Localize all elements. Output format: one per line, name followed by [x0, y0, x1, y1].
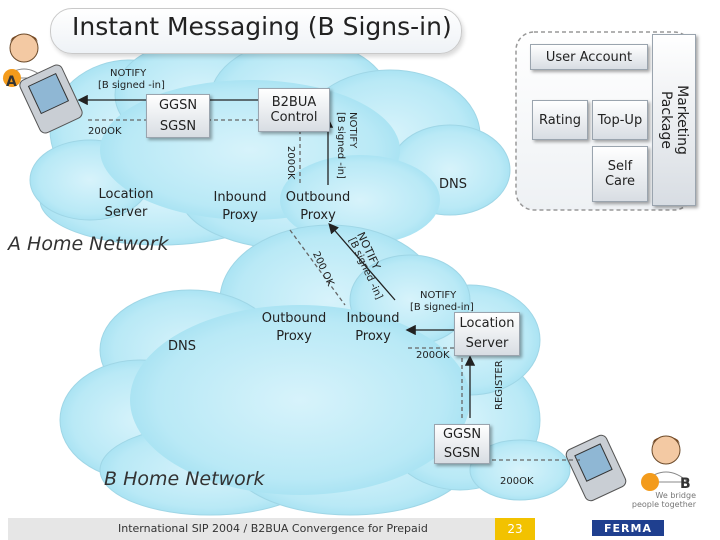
title-bar: [50, 8, 462, 54]
footer-text: International SIP 2004 / B2BUA Convergen…: [118, 522, 428, 535]
ok-b-phone-label: 200OK: [500, 476, 534, 487]
notify-arrow-diagonal: [328, 223, 396, 301]
a-home-network-cloud: [29, 39, 511, 251]
marketing-package-label: Marketing Package: [658, 85, 690, 155]
self-care-box: Self Care: [592, 146, 648, 202]
notify-b-sub-label: [B signed-in]: [410, 302, 474, 313]
a-home-network-label: A Home Network: [8, 233, 169, 255]
inbound-proxy-b: Inbound Proxy: [346, 311, 400, 344]
page-number: 23: [495, 518, 535, 540]
footer-bar: [8, 518, 503, 540]
marketing-package-box: Marketing Package: [652, 34, 696, 206]
inbound-proxy-a: Inbound Proxy: [213, 190, 267, 223]
ggsn-sgsn-a-box: GGSN SGSN: [146, 94, 210, 138]
phone-b-icon: [565, 434, 627, 502]
notify-vertical-sub-label: [B signed -in]: [335, 112, 346, 179]
ferma-logo: FERMA: [592, 520, 664, 536]
person-b-icon: [641, 435, 690, 491]
notify-a-sub-label: [B signed -in]: [98, 80, 165, 91]
ggsn-a-label: GGSN: [158, 98, 198, 113]
ggsn-b-label: GGSN: [442, 427, 482, 442]
b-home-network-label: B Home Network: [104, 468, 265, 490]
outbound-proxy-a: Outbound Proxy: [285, 190, 351, 223]
notify-vertical-label: NOTIFY: [347, 112, 358, 149]
notify-b-label: NOTIFY: [420, 290, 457, 301]
b-home-network-cloud: [59, 224, 571, 516]
ok-a-label: 200OK: [88, 126, 122, 137]
user-a-label: A: [6, 74, 17, 90]
sgsn-a-label: SGSN: [159, 119, 197, 134]
location-server-b-box: Location Server: [454, 312, 520, 356]
rating-box: Rating: [532, 100, 588, 140]
location-server-a: Location Server: [98, 187, 154, 220]
user-account-title: User Account: [530, 44, 648, 70]
ferma-tagline: We bridge people together: [631, 491, 696, 509]
dns-b: DNS: [168, 339, 196, 354]
register-label: REGISTER: [494, 360, 505, 410]
user-b-label: B: [680, 476, 691, 492]
ok-arrow-diagonal: [289, 229, 346, 306]
outbound-proxy-b: Outbound Proxy: [261, 311, 327, 344]
ggsn-sgsn-b-box: GGSN SGSN: [434, 424, 490, 464]
notify-a-label: NOTIFY: [110, 68, 147, 79]
ok-b-label: 200OK: [416, 350, 450, 361]
sgsn-b-label: SGSN: [443, 446, 481, 461]
page-title: Instant Messaging (B Signs-in): [72, 12, 452, 41]
phone-a-icon: [19, 64, 83, 134]
ok-vertical-label: 200OK: [285, 146, 296, 180]
dns-a: DNS: [439, 177, 467, 192]
topup-box: Top-Up: [592, 100, 648, 140]
b2bua-control-box: B2BUA Control: [258, 88, 330, 132]
